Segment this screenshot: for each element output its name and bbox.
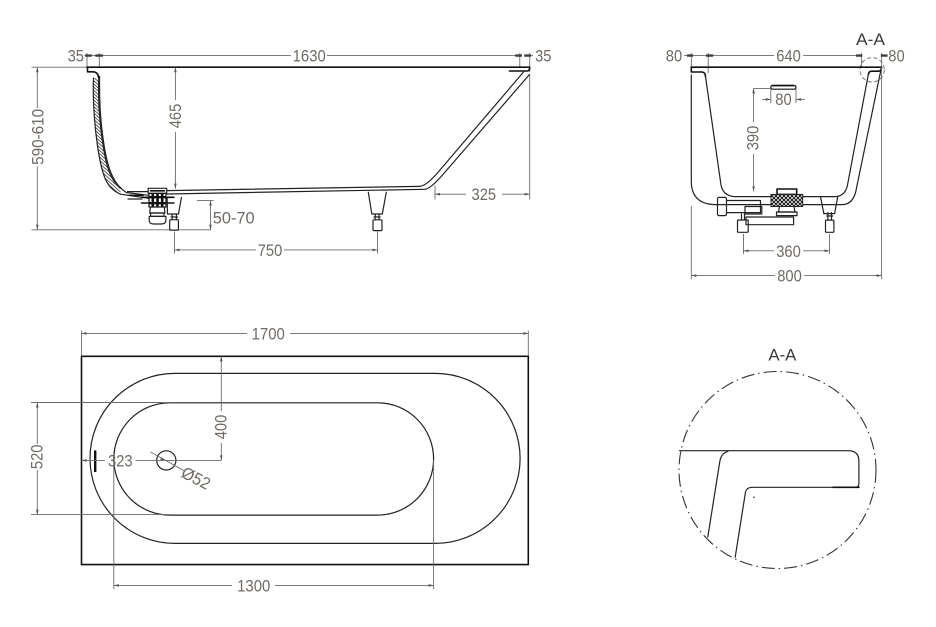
svg-text:80: 80 [888,47,904,66]
svg-text:1630: 1630 [293,47,326,66]
svg-text:1300: 1300 [237,576,270,595]
svg-text:325: 325 [472,185,497,204]
svg-text:640: 640 [776,47,801,66]
svg-text:520: 520 [28,445,47,470]
svg-text:80: 80 [775,90,791,109]
svg-text:400: 400 [211,415,230,440]
svg-text:35: 35 [68,47,84,66]
svg-text:323: 323 [108,451,133,470]
svg-text:360: 360 [776,242,801,261]
svg-text:390: 390 [744,126,763,151]
svg-text:50-70: 50-70 [213,209,255,228]
svg-text:750: 750 [258,241,283,260]
svg-text:A-A: A-A [856,30,886,49]
svg-text:800: 800 [777,267,802,286]
svg-text:465: 465 [166,104,185,129]
svg-text:A-A: A-A [768,345,797,364]
svg-text:1700: 1700 [252,324,285,343]
svg-text:590-610: 590-610 [28,109,47,165]
svg-text:35: 35 [535,47,551,66]
svg-text:80: 80 [666,47,682,66]
